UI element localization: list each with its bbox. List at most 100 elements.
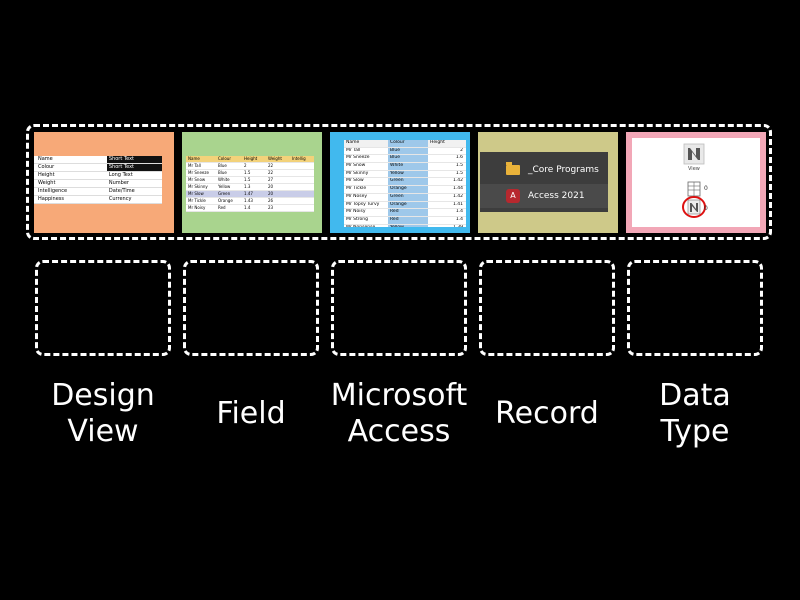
drop-slot-3[interactable] bbox=[331, 260, 467, 356]
table-header-row: Name Colour Height Weight Intellig bbox=[186, 156, 314, 163]
table-cell: 1.44 bbox=[452, 186, 463, 192]
table-cell: 1.4 bbox=[455, 209, 463, 215]
table-cell: Orange bbox=[218, 198, 233, 203]
table-cell: Mr Noisy bbox=[188, 205, 206, 210]
digit-label-2: 0 bbox=[704, 205, 708, 212]
table-cell bbox=[290, 170, 314, 176]
label-design-view: Design View bbox=[51, 378, 155, 449]
table-cell: 27 bbox=[268, 177, 274, 182]
field-name-cell: Colour bbox=[38, 164, 55, 170]
data-type-cell: Short Text bbox=[106, 164, 162, 171]
label-field: Field bbox=[216, 396, 286, 431]
table-cell: Mr Slow bbox=[346, 178, 364, 184]
drop-slot-2[interactable] bbox=[183, 260, 319, 356]
table-cell: Yellow bbox=[218, 184, 231, 189]
column-header: Colour bbox=[218, 156, 231, 161]
table-cell: Mr Snow bbox=[188, 177, 206, 182]
table-cell: 1.6 bbox=[455, 155, 463, 161]
table-cell: 2 bbox=[244, 163, 247, 168]
column-header: Intellig bbox=[292, 156, 306, 161]
table-cell: Blue bbox=[388, 155, 428, 163]
table-cell: Orange bbox=[388, 186, 428, 193]
table-cell: Mr Tall bbox=[188, 163, 201, 168]
table-cell: 1.42 bbox=[452, 178, 463, 184]
core-programs-item: _Core Programs bbox=[480, 158, 608, 182]
table-cell: 1.39 bbox=[428, 225, 466, 227]
drop-slot-1[interactable] bbox=[35, 260, 171, 356]
column-header: Height bbox=[244, 156, 258, 161]
field-name-cell: Happiness bbox=[38, 196, 65, 202]
table-cell: 1.5 bbox=[244, 170, 251, 175]
record-image-tile[interactable]: _Core Programs A Access 2021 bbox=[478, 132, 618, 233]
table-cell: Red bbox=[388, 216, 428, 224]
table-cell bbox=[290, 163, 314, 169]
table-cell: 23 bbox=[268, 205, 274, 210]
start-menu-list: _Core Programs A Access 2021 bbox=[480, 152, 608, 212]
table-cell: Blue bbox=[388, 147, 428, 155]
access-2021-label: Access 2021 bbox=[528, 191, 585, 201]
table-cell: Mr Nosey bbox=[346, 193, 368, 199]
table-row: Mr Strong Red 1.4 bbox=[344, 216, 466, 225]
table-cell: 22 bbox=[268, 163, 274, 168]
design-view-row: Happiness Currency bbox=[34, 196, 162, 204]
drop-slot-5[interactable] bbox=[627, 260, 763, 356]
table-cell: White bbox=[388, 163, 428, 170]
table-cell: 1.4 bbox=[455, 216, 463, 222]
data-type-cell: Short Text bbox=[106, 156, 162, 163]
table-cell: Green bbox=[388, 178, 428, 186]
view-label: View bbox=[688, 166, 700, 172]
table-cell: Mr Strong bbox=[346, 216, 368, 222]
access-2021-item: A Access 2021 bbox=[480, 184, 608, 208]
data-type-cell: Number bbox=[108, 180, 129, 186]
label-microsoft-access: Microsoft Access bbox=[330, 378, 468, 449]
image-tray bbox=[26, 124, 772, 240]
column-header: Weight bbox=[268, 156, 282, 161]
digit-label-1: 0 bbox=[704, 185, 708, 192]
table-cell: Red bbox=[218, 205, 226, 210]
view-button-icon: View 0 0 bbox=[682, 143, 708, 218]
table-row: Mr Noisy Red 1.4 bbox=[344, 209, 466, 217]
table-cell: Red bbox=[388, 209, 428, 216]
drop-slot-4[interactable] bbox=[479, 260, 615, 356]
table-cell: 1.5 bbox=[455, 163, 463, 169]
access-app-icon: A bbox=[506, 189, 520, 203]
table-cell: 20 bbox=[268, 184, 274, 189]
table-cell: 1.5 bbox=[455, 170, 463, 176]
table-row: Mr NonsenseYellow1.39 bbox=[344, 224, 466, 227]
data-type-image-tile[interactable]: View 0 0 bbox=[626, 132, 766, 233]
table-cell: 1.5 bbox=[244, 177, 251, 182]
field-name-cell: Height bbox=[38, 172, 55, 178]
table-cell: Mr Sneeze bbox=[346, 155, 370, 161]
core-programs-label: _Core Programs bbox=[528, 165, 599, 175]
table-cell: 20 bbox=[268, 191, 274, 196]
table-cell: Mr Noisy bbox=[346, 209, 366, 215]
data-type-cell: Currency bbox=[108, 196, 132, 202]
table-cell: Mr Tall bbox=[346, 147, 361, 153]
table-cell: Green bbox=[218, 191, 231, 196]
column-header: Name bbox=[188, 156, 200, 161]
table-cell bbox=[290, 205, 314, 211]
data-type-cell: Long Text bbox=[108, 172, 133, 178]
table-cell bbox=[290, 198, 314, 204]
table-cell: Yellow bbox=[388, 224, 428, 227]
table-cell: Mr Topsy Turvy bbox=[346, 201, 380, 207]
field-name-cell: Intelligence bbox=[38, 188, 68, 194]
design-view-row: Colour Short Text bbox=[34, 164, 162, 172]
